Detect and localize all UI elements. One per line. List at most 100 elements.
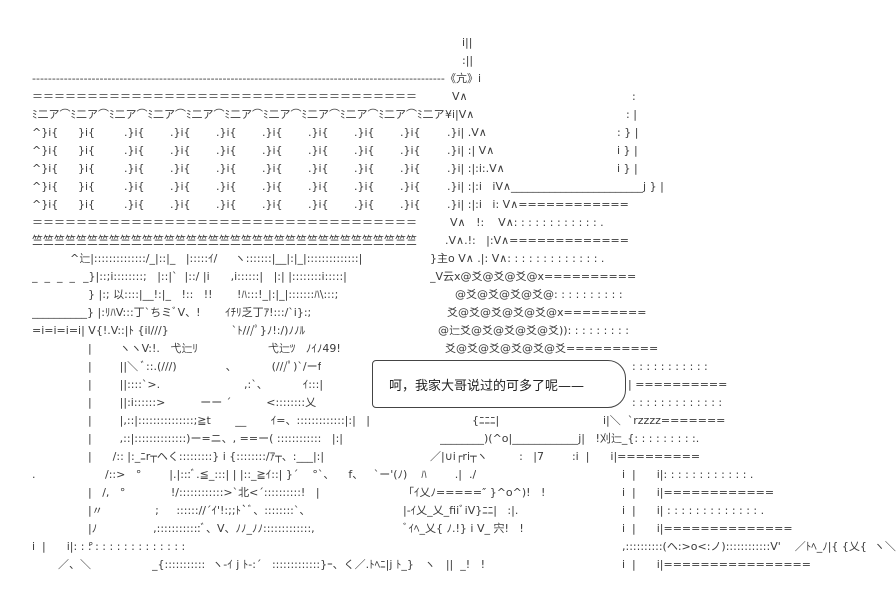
colonnade-pillar: }i{ [78,162,96,175]
art-line-13-segment-1: _}|::;i::::::::; |::|` |::/ |i ,i::::::|… [83,270,347,283]
art-line-10-segment-0: ＝＝＝＝＝＝＝＝＝＝＝＝＝＝＝＝＝＝＝＝＝＝＝＝＝＝＝＝＝＝＝＝＝＝＝ [32,216,417,229]
art-line-3-segment-1: V∧ [452,90,468,103]
colonnade-pillar: .}i{ [354,144,375,157]
colonnade-pillar: .}i{ [354,162,375,175]
art-line-28-segment-2: i | i|: : : : : : : : : : : : : : : : [32,540,186,553]
colonnade-pillar: .}i{ [400,180,421,193]
art-line-23-segment-0: | /:: |:_ﾆr┬ヘく:::::::::} i {::::::::/ｱ┬、… [88,450,325,463]
colonnade-pillar: .}i{ [308,126,329,139]
art-line-9-segment-0: .}i| :|:i i: V∧============ [447,198,629,211]
colonnade-pillar: .}i{ [262,180,283,193]
colonnade-pillar: .}i{ [262,162,283,175]
art-line-4-segment-2: : | [626,108,637,121]
art-line-28-segment-0: ° [88,540,94,553]
art-line-21-segment-2: i|＼ `rzzzz======= [603,414,726,427]
colonnade-pillar: }i{ [78,144,96,157]
art-line-24-segment-0: . [32,468,36,481]
art-line-18-segment-1: : : : : : : : : : : : [632,360,708,373]
colonnade-pillar: .}i{ [216,126,237,139]
colonnade-pillar: ^}i{ [32,180,59,193]
art-line-18-segment-0: | ||＼ ﾞ::.(///) 、 (///ﾟ)`/ーf [88,360,322,373]
colonnade-pillar: .}i{ [170,126,191,139]
art-line-29-segment-0: ／、＼ [58,558,91,571]
colonnade-pillar: .}i{ [262,144,283,157]
art-line-21-segment-1: {ﾆﾆﾆ| [472,414,500,427]
art-line-6-segment-0: .}i| :| V∧ [447,144,495,157]
art-line-21-segment-0: | |,::|:::::::::::::::;≧t __ ｲ=、::::::::… [88,414,370,427]
art-line-29-segment-2: i | i|================ [622,558,811,571]
colonnade-pillar: .}i{ [262,126,283,139]
colonnade-pillar: .}i{ [124,126,145,139]
art-line-5-segment-0: .}i| .V∧ [447,126,487,139]
colonnade-pillar: .}i{ [308,144,329,157]
art-line-3-segment-2: : [632,90,636,103]
colonnade-pillar: .}i{ [216,180,237,193]
art-line-13-segment-0: _ _ _ _ [32,270,75,283]
colonnade-pillar: .}i{ [216,144,237,157]
colonnade-pillar: .}i{ [400,198,421,211]
art-line-22-segment-0: | ,::|::::::::::::::)ー=ニ、, ==ー( ::::::::… [88,432,343,445]
art-line-4-segment-1: ¥i|V∧ [445,108,475,121]
art-line-25-segment-1: 「ｲ乂ﾉ=====″ }^o^)! ! [403,486,546,499]
colonnade-pillar: .}i{ [170,144,191,157]
colonnade-pillar: .}i{ [124,198,145,211]
colonnade-pillar: ^}i{ [32,144,59,157]
colonnade-pillar: .}i{ [354,126,375,139]
art-line-25-segment-0: | /, ° !/::::::::::::>`北<´::::::::::! | [88,486,320,499]
art-line-19-segment-0: | ||::::`>. ,:`、 ｲ:::| [88,378,324,391]
art-line-14-segment-0: } |:; 以::::|__!:|_ !:: !! !ﾊ:::!_|:|_|::… [88,288,339,301]
colonnade-pillar: }i{ [78,198,96,211]
art-line-3-segment-0: ＝＝＝＝＝＝＝＝＝＝＝＝＝＝＝＝＝＝＝＝＝＝＝＝＝＝＝＝＝＝＝＝＝＝＝ [32,90,417,103]
art-line-27-segment-1: ﾞｲﾍ_乂{ ﾉ.!} i V_ 宍! ! [403,522,524,535]
colonnade-pillar: .}i{ [216,198,237,211]
colonnade-pillar: .}i{ [124,180,145,193]
colonnade-pillar: .}i{ [170,198,191,211]
art-line-24-segment-2: i | i|: : : : : : : : : : : : . [622,468,754,481]
art-line-14-segment-1: @爻@爻@爻@爻@: : : : : : : : : : [455,288,623,301]
colonnade-pillar: }i{ [78,180,96,193]
colonnade-pillar: .}i{ [400,126,421,139]
colonnade-pillar: .}i{ [216,162,237,175]
art-line-27-segment-0: |ﾉ ,::::::::::::ﾞ、V、ﾉﾉ_ﾉﾉ:::::::::::::, [88,522,315,535]
art-line-0-segment-0: i|| [462,36,473,49]
colonnade-pillar: .}i{ [308,162,329,175]
colonnade-pillar: .}i{ [262,198,283,211]
art-line-22-segment-1: ________)(^o|____________j| !刈辷_{: : : :… [440,432,700,445]
art-line-29-segment-1: _{::::::::::: ヽ-ｲ j ﾄ-:´ :::::::::::::}ｰ… [152,558,486,571]
art-line-11-segment-1: .V∧.!: |:V∧============= [445,234,629,247]
colonnade-pillar: .}i{ [170,162,191,175]
art-line-27-segment-2: i | i|============== [622,522,793,535]
colonnade-pillar: .}i{ [124,162,145,175]
art-line-24-segment-1: /::> ° |.|:::ﾞ.≦_:::| | |::_≧ｲ::| }´ °`、… [105,468,477,481]
colonnade-pillar: .}i{ [400,162,421,175]
art-line-12-segment-1: }主o V∧ .|: V∧: : : : : : : : : : : : : . [430,252,605,265]
colonnade-pillar: .}i{ [354,180,375,193]
colonnade-pillar: ^}i{ [32,198,59,211]
art-line-2-segment-0: ----------------------------------------… [32,72,445,85]
art-line-25-segment-2: i | i|============ [622,486,775,499]
colonnade-pillar: ^}i{ [32,162,59,175]
art-line-26-segment-1: |-ｲ乂_乂_fiiﾞiV}ﾆﾆ| :|. [403,504,519,517]
art-line-11-segment-0: 竺竺竺竺竺竺竺竺竺竺竺竺竺竺竺竺竺竺竺竺竺竺竺竺竺竺竺竺竺竺竺竺竺竺竺 [32,234,417,247]
colonnade-pillar: .}i{ [308,180,329,193]
art-line-1-segment-0: :|| [462,54,474,67]
colonnade-pillar: .}i{ [124,144,145,157]
art-line-4-segment-0: ﾐ二ア⌒ﾐ二ア⌒ﾐ二ア⌒ﾐ二ア⌒ﾐ二ア⌒ﾐ二ア⌒ﾐ二ア⌒ﾐ二ア⌒ﾐ二ア⌒ﾐ二ア⌒… [32,108,445,121]
art-line-16-segment-1: @辷爻@爻@爻@爻@爻)): : : : : : : : : [438,324,629,337]
art-line-15-segment-0: __________} |:ﾘﾊV:::丁`ちミﾞV、! ｲﾁﾘ乏丁ｱ!:::/… [32,306,312,319]
colonnade-pillar: }i{ [78,126,96,139]
art-line-19-segment-1: | ========== [628,378,728,391]
speech-bubble-text: 呵，我家大哥说过的可多了呢—— [389,379,585,394]
art-line-7-segment-0: .}i| :|:i:.V∧ [447,162,505,175]
colonnade-pillar: .}i{ [400,144,421,157]
art-line-20-segment-0: | ||:i::::::> ーー ´ <::::::::乂 [88,396,317,409]
art-line-16-segment-0: =i=i=i=i| V{!.V::|ﾄ {il///} `ﾄ///ﾟ}ﾉ!:/)… [32,324,305,337]
speech-bubble: 呵，我家大哥说过的可多了呢—— [372,360,626,408]
art-line-6-segment-1: i } | [617,144,638,157]
art-line-26-segment-0: |〃 ; :::::://´ｲ'!:;;ﾄ`ﾞ、::::::::`、 [88,504,311,517]
art-line-26-segment-2: i | i| : : : : : : : : : : : : : . [622,504,765,517]
art-line-15-segment-1: 爻@爻@爻@爻@爻@x========= [447,306,647,319]
art-line-7-segment-1: i } | [617,162,638,175]
colonnade-pillar: ^}i{ [32,126,59,139]
